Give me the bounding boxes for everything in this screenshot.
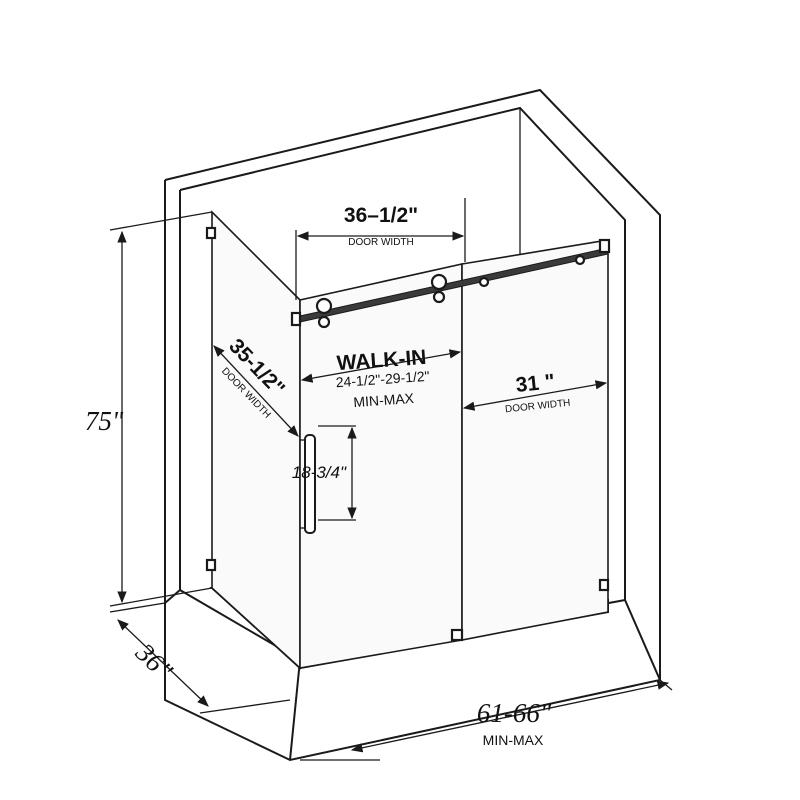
dimension-walk-in xyxy=(300,349,462,383)
overall-width-caption: MIN-MAX xyxy=(483,732,544,748)
walk-in-range: 24-1/2"-29-1/2" xyxy=(335,368,430,391)
door-width-right-value: 31 " xyxy=(515,370,556,397)
height-value: 75" xyxy=(85,406,124,436)
door-width-top-caption: DOOR WIDTH xyxy=(348,237,414,248)
door-handle xyxy=(300,434,316,534)
walk-in-caption: MIN-MAX xyxy=(353,390,415,410)
dimension-door-width-right xyxy=(462,380,608,411)
sliding-door-panel xyxy=(461,239,609,641)
dimension-height xyxy=(109,211,213,607)
door-width-top-value: 36–1/2" xyxy=(344,204,418,227)
depth-value: 36" xyxy=(129,637,179,686)
dimension-handle xyxy=(318,425,357,521)
dimension-depth xyxy=(109,602,291,714)
overall-width-value: 61-66" xyxy=(477,698,552,728)
wall-clips xyxy=(205,226,610,642)
sliding-bar xyxy=(290,238,611,327)
dimension-side-panel xyxy=(213,345,299,437)
roller-hardware xyxy=(315,254,586,329)
dimension-door-width-top xyxy=(295,198,466,300)
dimension-overall-width xyxy=(300,679,673,761)
side-glass-panel xyxy=(211,210,301,670)
handle-value: 18-3/4" xyxy=(292,463,347,482)
